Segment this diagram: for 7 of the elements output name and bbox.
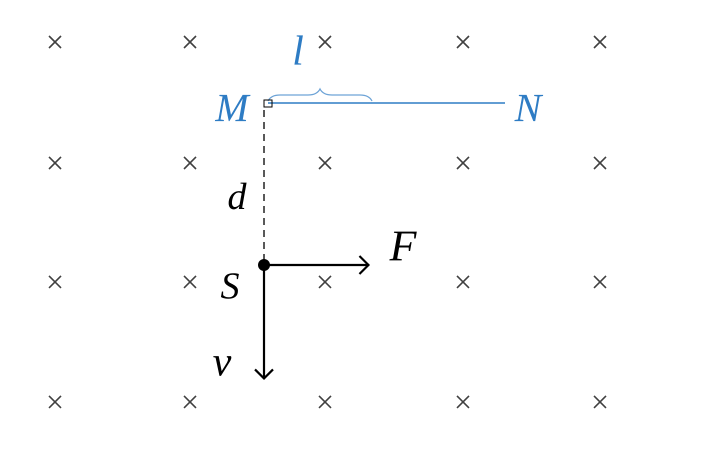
distance-label: d bbox=[228, 182, 247, 210]
plate-end-label: N bbox=[514, 94, 544, 122]
force-label: F bbox=[389, 232, 417, 260]
source-label: S bbox=[220, 273, 239, 299]
plate-end-label: M bbox=[214, 94, 250, 122]
velocity-label: v bbox=[213, 356, 232, 376]
length-label: l bbox=[294, 35, 303, 65]
